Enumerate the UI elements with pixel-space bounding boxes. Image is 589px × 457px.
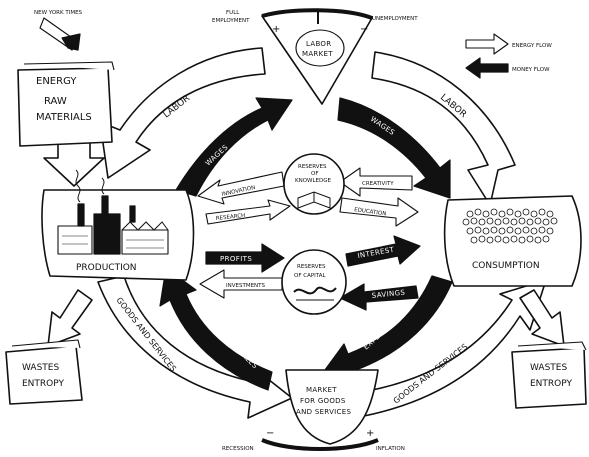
expenditures-arrow (321, 275, 453, 383)
innovation-arrow (197, 171, 285, 205)
knowledge-line2: OF (311, 171, 319, 177)
investments-label: INVESTMENTS (226, 283, 266, 289)
goods-market-line2: FOR GOODS (300, 397, 346, 405)
energy-label: ENERGY (36, 76, 77, 87)
education-arrow (339, 197, 419, 227)
research-label: RESEARCH (216, 213, 246, 222)
goods-plus: + (366, 428, 374, 439)
labor-market-node: + − LABOR MARKET (261, 8, 373, 105)
consumption-label: CONSUMPTION (472, 261, 540, 271)
wages-left-arrow (175, 97, 293, 197)
knowledge-line1: RESERVES (298, 164, 327, 170)
goods-market-node: − + MARKET FOR GOODS AND SERVICES (261, 369, 379, 451)
legend-money-flow-label: MONEY FLOW (512, 67, 550, 73)
knowledge-reserves-node: RESERVES OF KNOWLEDGE (283, 153, 345, 215)
capital-reserves-node: RESERVES OF CAPITAL (281, 249, 347, 315)
labor-flow-left-arrow (99, 47, 266, 179)
profits-arrow (205, 243, 285, 273)
recession-label: RECESSION (222, 446, 254, 452)
waste-left-arrow (47, 289, 93, 347)
research-arrow (205, 199, 291, 225)
goods-market-line3: AND SERVICES (296, 408, 351, 416)
legend-energy-flow-label: ENERGY FLOW (512, 43, 552, 49)
goods-minus: − (266, 428, 274, 439)
energy-raw-materials-node: ENERGY RAW MATERIALS (17, 61, 115, 147)
inflation-label: INFLATION (376, 446, 405, 452)
education-label: EDUCATION (354, 207, 387, 217)
legend-energy-flow-arrow (465, 33, 509, 55)
entropy-right-label: ENTROPY (530, 379, 572, 389)
labor-market-line1: LABOR (306, 40, 331, 48)
energy-input-arrow (43, 139, 105, 187)
wastes-left-label: WASTES (22, 363, 59, 373)
hand-note: NEW YORK TIMES (34, 10, 83, 51)
investments-arrow (199, 269, 283, 299)
labor-minus: − (360, 24, 368, 35)
profits-label: PROFITS (220, 255, 252, 263)
legend-money-flow-arrow (465, 57, 509, 79)
creativity-arrow (339, 167, 413, 197)
unemployment-label: UNEMPLOYMENT (372, 16, 418, 22)
full-employment-line2: EMPLOYMENT (212, 18, 250, 24)
consumption-node: CONSUMPTION (443, 195, 582, 287)
crowd-icon (462, 208, 558, 244)
full-employment-line1: FULL (226, 10, 240, 16)
goods-market-line1: MARKET (306, 386, 337, 394)
labor-plus: + (272, 24, 280, 35)
labor-flow-right-arrow (371, 51, 516, 206)
legend: ENERGY FLOW MONEY FLOW (465, 33, 552, 79)
materials-label: MATERIALS (36, 112, 92, 123)
production-node: PRODUCTION (41, 169, 195, 281)
labor-market-line2: MARKET (302, 50, 333, 58)
savings-label: SAVINGS (371, 288, 405, 299)
wages-right-arrow (337, 97, 451, 199)
wastes-right-node: WASTES ENTROPY (511, 341, 587, 409)
creativity-label: CREATIVITY (362, 181, 394, 187)
goods-flow-right-arrow (361, 279, 547, 417)
wastes-left-node: WASTES ENTROPY (5, 339, 83, 405)
entropy-left-label: ENTROPY (22, 379, 64, 389)
wastes-right-label: WASTES (530, 363, 567, 373)
savings-arrow (339, 283, 419, 311)
dollar-scribble-icon (293, 286, 337, 295)
goods-flow-left-arrow (97, 275, 293, 419)
capital-line1: RESERVES (297, 264, 326, 270)
goods-left-label: GOODS AND SERVICES (114, 296, 177, 374)
raw-label: RAW (44, 96, 67, 107)
capital-line2: OF CAPITAL (294, 273, 326, 279)
production-label: PRODUCTION (76, 263, 137, 273)
waste-right-arrow (519, 289, 565, 347)
hand-note-text: NEW YORK TIMES (34, 10, 83, 16)
interest-arrow (345, 235, 421, 267)
knowledge-line3: KNOWLEDGE (295, 178, 332, 184)
